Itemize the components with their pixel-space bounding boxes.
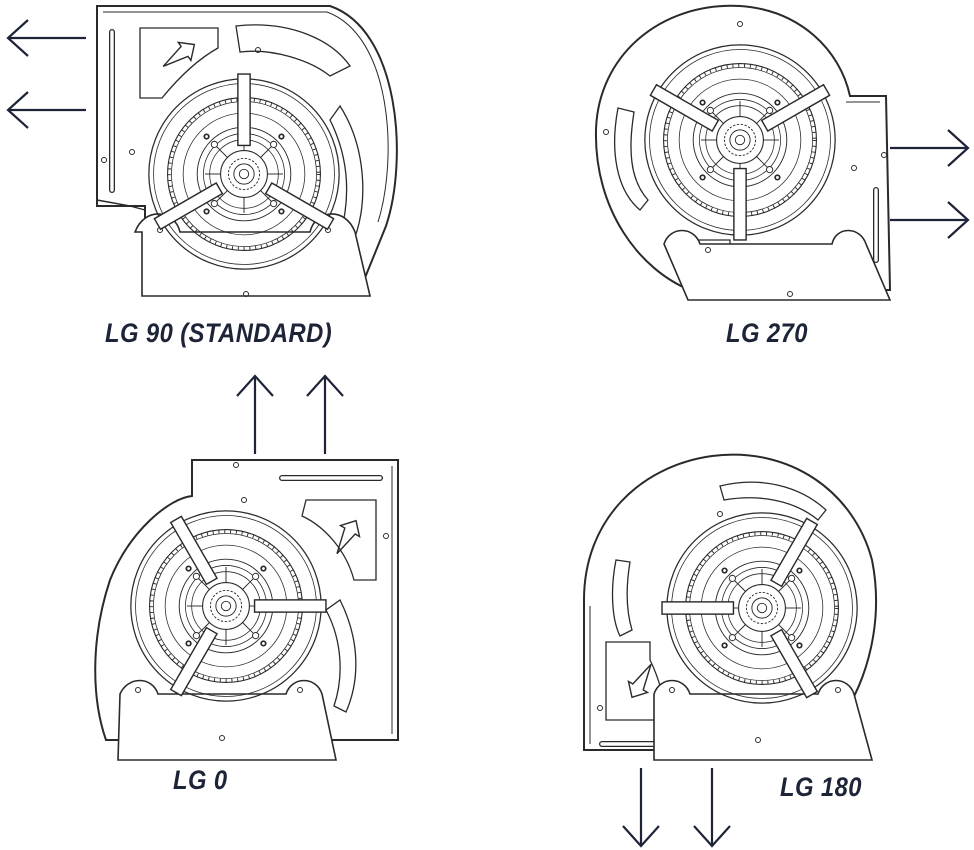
fan-lg0	[94, 374, 399, 761]
label-lg270: LG 270	[726, 318, 808, 348]
airflow-right-arrow-2	[888, 200, 970, 240]
airflow-up-arrow-2	[305, 374, 345, 456]
fan-lg180	[583, 453, 878, 848]
airflow-left-arrow-2	[6, 90, 88, 130]
airflow-up-arrow-1	[235, 374, 275, 456]
label-lg0: LG 0	[173, 765, 228, 795]
fan-lg270	[594, 4, 970, 301]
airflow-down-arrow-2	[692, 766, 732, 848]
airflow-left-arrow-1	[6, 18, 88, 58]
airflow-right-arrow-1	[888, 128, 970, 168]
airflow-down-arrow-1	[621, 766, 661, 848]
label-lg180: LG 180	[780, 772, 862, 802]
fan-lg90	[6, 5, 398, 297]
label-lg90: LG 90 (STANDARD)	[105, 318, 333, 348]
